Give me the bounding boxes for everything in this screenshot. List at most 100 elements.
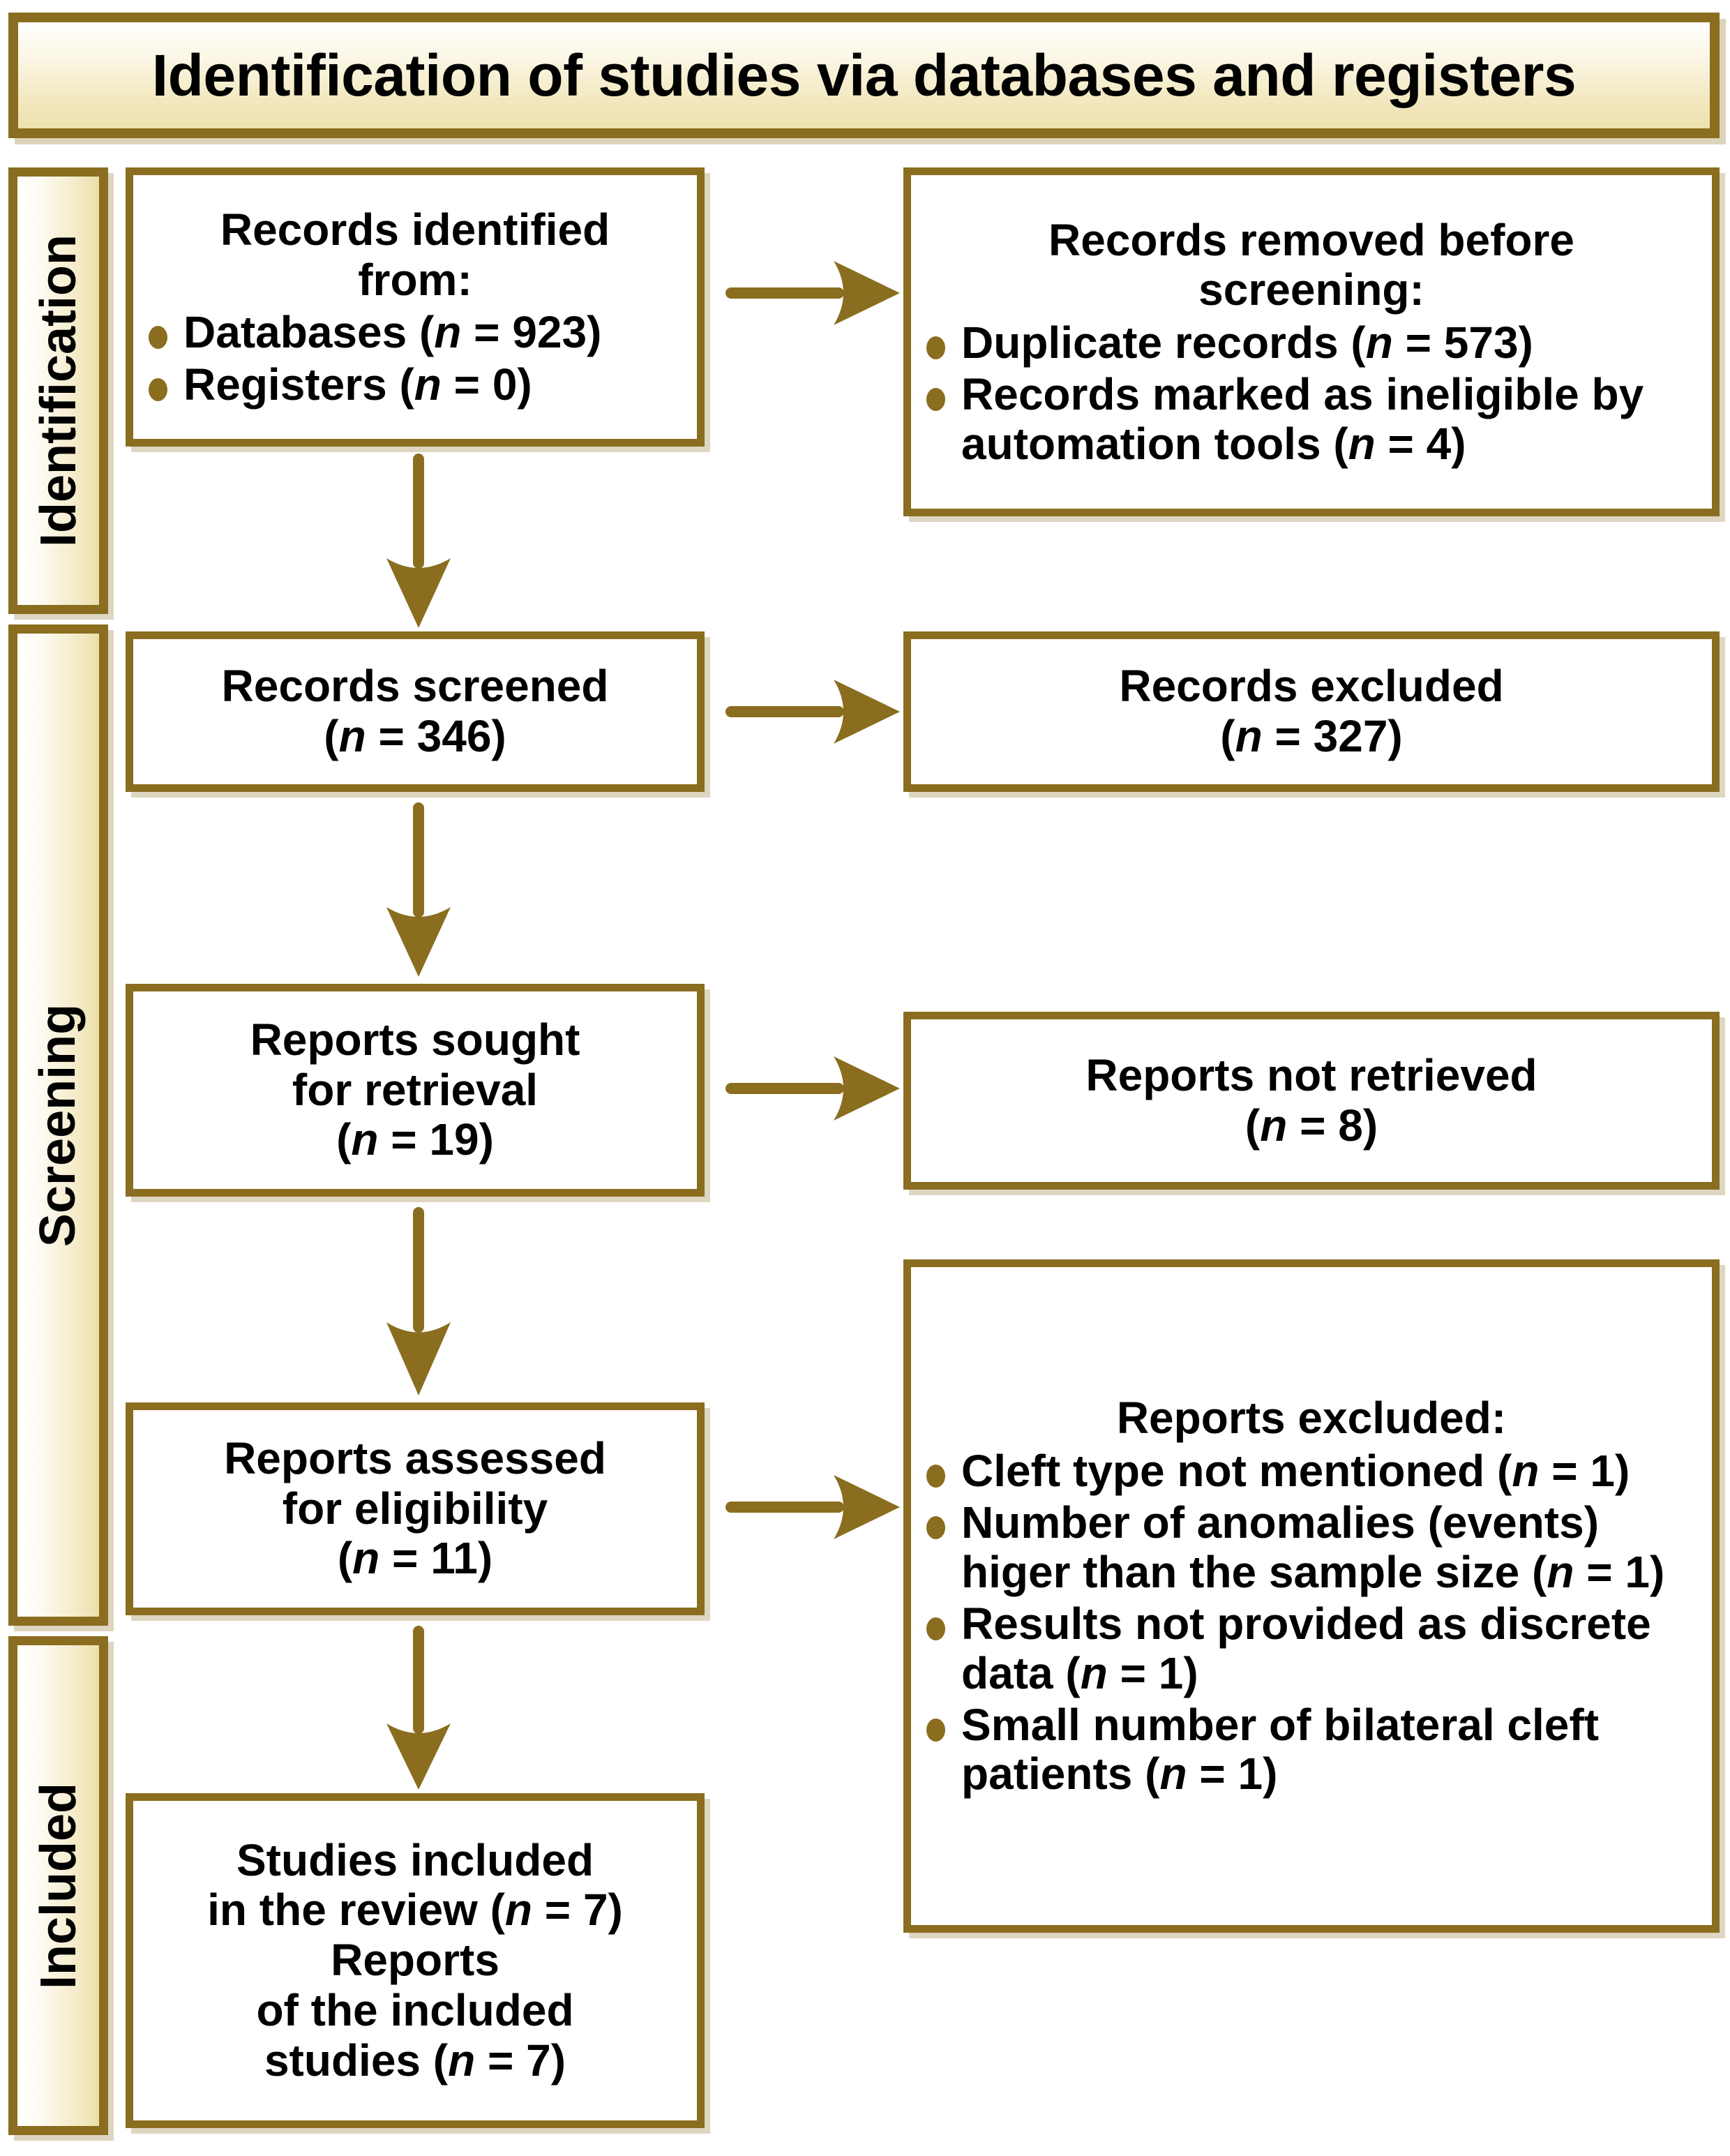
box-reports-sought-title: Reports sought for retrieval xyxy=(250,1014,580,1115)
bullet-text: Cleft type not mentioned ( xyxy=(961,1445,1512,1496)
box-records-identified-title: Records identified from: xyxy=(220,204,610,305)
bullet-text: Records marked as ineligible by automati… xyxy=(961,369,1644,469)
bullet-n-value: = 4) xyxy=(1375,418,1466,469)
count-n-symbol: n xyxy=(1260,1100,1288,1151)
bullet-dot-icon xyxy=(926,1617,945,1641)
bullet-n-symbol: n xyxy=(1080,1647,1108,1698)
stage-label-identification-text: Identification xyxy=(30,234,86,547)
bullet-n-value: = 1) xyxy=(1539,1445,1630,1496)
bullet-n-value: = 1) xyxy=(1187,1749,1278,1799)
arrow-down-icon-assessed-to-included xyxy=(386,1626,451,1790)
count-prefix: ( xyxy=(1244,1100,1261,1151)
box-reports-sought: Reports sought for retrieval (n = 19) xyxy=(126,984,705,1197)
list-item: Small number of bilateral cleft patients… xyxy=(922,1700,1701,1799)
box-records-removed-title: Records removed before screening: xyxy=(1048,214,1575,315)
count-n-symbol: n xyxy=(504,1885,533,1936)
count-prefix: ( xyxy=(337,1533,353,1584)
arrow-right-icon-screened-to-excluded xyxy=(725,680,900,744)
box-reports-not-retrieved-count: (n = 8) xyxy=(922,1100,1701,1151)
box-records-removed-bullets: Duplicate records (n = 573) Records mark… xyxy=(922,315,1701,468)
bullet-dot-icon xyxy=(926,388,945,412)
count-value: = 7) xyxy=(475,2035,566,2086)
count-value: = 7) xyxy=(532,1885,623,1936)
bullet-n-symbol: n xyxy=(1159,1749,1187,1799)
bullet-text: Duplicate records ( xyxy=(961,317,1366,368)
arrow-right-icon-assessed-to-excluded xyxy=(725,1475,900,1539)
box-records-identified: Records identified from: Databases (n = … xyxy=(126,167,705,447)
arrow-down-icon-identified-to-screened xyxy=(386,454,451,628)
bullet-n-symbol: n xyxy=(434,307,462,358)
bullet-n-value: = 923) xyxy=(461,307,602,358)
bullet-dot-icon xyxy=(926,1464,945,1488)
arrow-down-icon-screened-to-sought xyxy=(386,802,451,977)
list-item: Databases (n = 923) xyxy=(144,308,686,357)
count-prefix: ( xyxy=(1220,711,1235,761)
bullet-dot-icon xyxy=(149,377,167,401)
box-reports-assessed: Reports assessed for eligibility (n = 11… xyxy=(126,1402,705,1615)
bullet-text: Results not provided as discrete data ( xyxy=(961,1599,1651,1698)
bullet-n-symbol: n xyxy=(1348,418,1376,469)
stage-label-screening: Screening xyxy=(8,624,108,1626)
list-item: Cleft type not mentioned (n = 1) xyxy=(922,1446,1701,1495)
bullet-text: Registers ( xyxy=(183,359,414,410)
stage-label-identification: Identification xyxy=(8,167,108,614)
count-n-symbol: n xyxy=(351,1114,379,1165)
box-studies-included-line1: Studies included xyxy=(236,1834,594,1885)
box-studies-included-line5: studies (n = 7) xyxy=(144,2035,686,2086)
count-prefix: ( xyxy=(336,1114,352,1165)
bullet-n-symbol: n xyxy=(414,359,442,410)
count-n-symbol: n xyxy=(448,2035,476,2086)
bullet-dot-icon xyxy=(926,1718,945,1742)
diagram-header-banner: Identification of studies via databases … xyxy=(8,13,1720,138)
box-reports-not-retrieved: Reports not retrieved (n = 8) xyxy=(903,1012,1720,1190)
box-records-excluded: Records excluded (n = 327) xyxy=(903,631,1720,792)
box-reports-excluded-bullets: Cleft type not mentioned (n = 1) Number … xyxy=(922,1444,1701,1799)
box-reports-not-retrieved-title: Reports not retrieved xyxy=(1085,1049,1537,1100)
count-value: = 8) xyxy=(1287,1100,1378,1151)
stage-label-included: Included xyxy=(8,1636,108,2135)
bullet-dot-icon xyxy=(926,336,945,360)
bullet-n-value: = 1) xyxy=(1107,1647,1198,1698)
arrow-right-icon-identified-to-removed xyxy=(725,261,900,325)
box-records-excluded-count: (n = 327) xyxy=(922,711,1701,762)
box-records-removed: Records removed before screening: Duplic… xyxy=(903,167,1720,516)
list-item: Duplicate records (n = 573) xyxy=(922,318,1701,367)
box-reports-excluded: Reports excluded: Cleft type not mention… xyxy=(903,1259,1720,1933)
count-value: = 19) xyxy=(378,1114,494,1165)
count-value: = 327) xyxy=(1262,711,1403,761)
box-records-excluded-title: Records excluded xyxy=(1119,661,1504,712)
box-records-identified-bullets: Databases (n = 923) Registers (n = 0) xyxy=(144,305,686,409)
list-item: Records marked as ineligible by automati… xyxy=(922,370,1701,468)
bullet-dot-icon xyxy=(926,1516,945,1540)
count-prefix: studies ( xyxy=(264,2035,449,2086)
bullet-n-value: = 573) xyxy=(1392,317,1533,368)
bullet-n-symbol: n xyxy=(1365,317,1393,368)
count-n-symbol: n xyxy=(338,711,366,761)
stage-label-included-text: Included xyxy=(30,1782,86,1989)
count-prefix: in the review ( xyxy=(207,1885,505,1936)
box-records-screened-title: Records screened xyxy=(221,661,609,712)
count-n-symbol: n xyxy=(352,1533,380,1584)
box-studies-included: Studies included in the review (n = 7) R… xyxy=(126,1793,705,2128)
bullet-text: Databases ( xyxy=(183,307,435,358)
count-n-symbol: n xyxy=(1235,711,1263,761)
box-reports-sought-count: (n = 19) xyxy=(144,1114,686,1165)
arrow-right-icon-sought-to-not-retrieved xyxy=(725,1056,900,1121)
box-studies-included-line2: in the review (n = 7) xyxy=(144,1885,686,1936)
box-reports-excluded-title: Reports excluded: xyxy=(1116,1393,1507,1444)
bullet-n-symbol: n xyxy=(1547,1546,1574,1597)
bullet-text: Number of anomalies (events) higer than … xyxy=(961,1497,1599,1597)
list-item: Registers (n = 0) xyxy=(144,359,686,410)
diagram-title: Identification of studies via databases … xyxy=(151,43,1577,108)
list-item: Results not provided as discrete data (n… xyxy=(922,1599,1701,1698)
box-studies-included-line3: Reports xyxy=(331,1935,499,1986)
bullet-n-value: = 0) xyxy=(441,359,532,410)
box-studies-included-line4: of the included xyxy=(256,1984,574,2035)
bullet-n-value: = 1) xyxy=(1574,1546,1665,1597)
list-item: Number of anomalies (events) higer than … xyxy=(922,1498,1701,1596)
count-value: = 346) xyxy=(366,711,506,761)
box-records-screened: Records screened (n = 346) xyxy=(126,631,705,792)
bullet-dot-icon xyxy=(149,326,167,350)
box-reports-assessed-count: (n = 11) xyxy=(144,1533,686,1584)
